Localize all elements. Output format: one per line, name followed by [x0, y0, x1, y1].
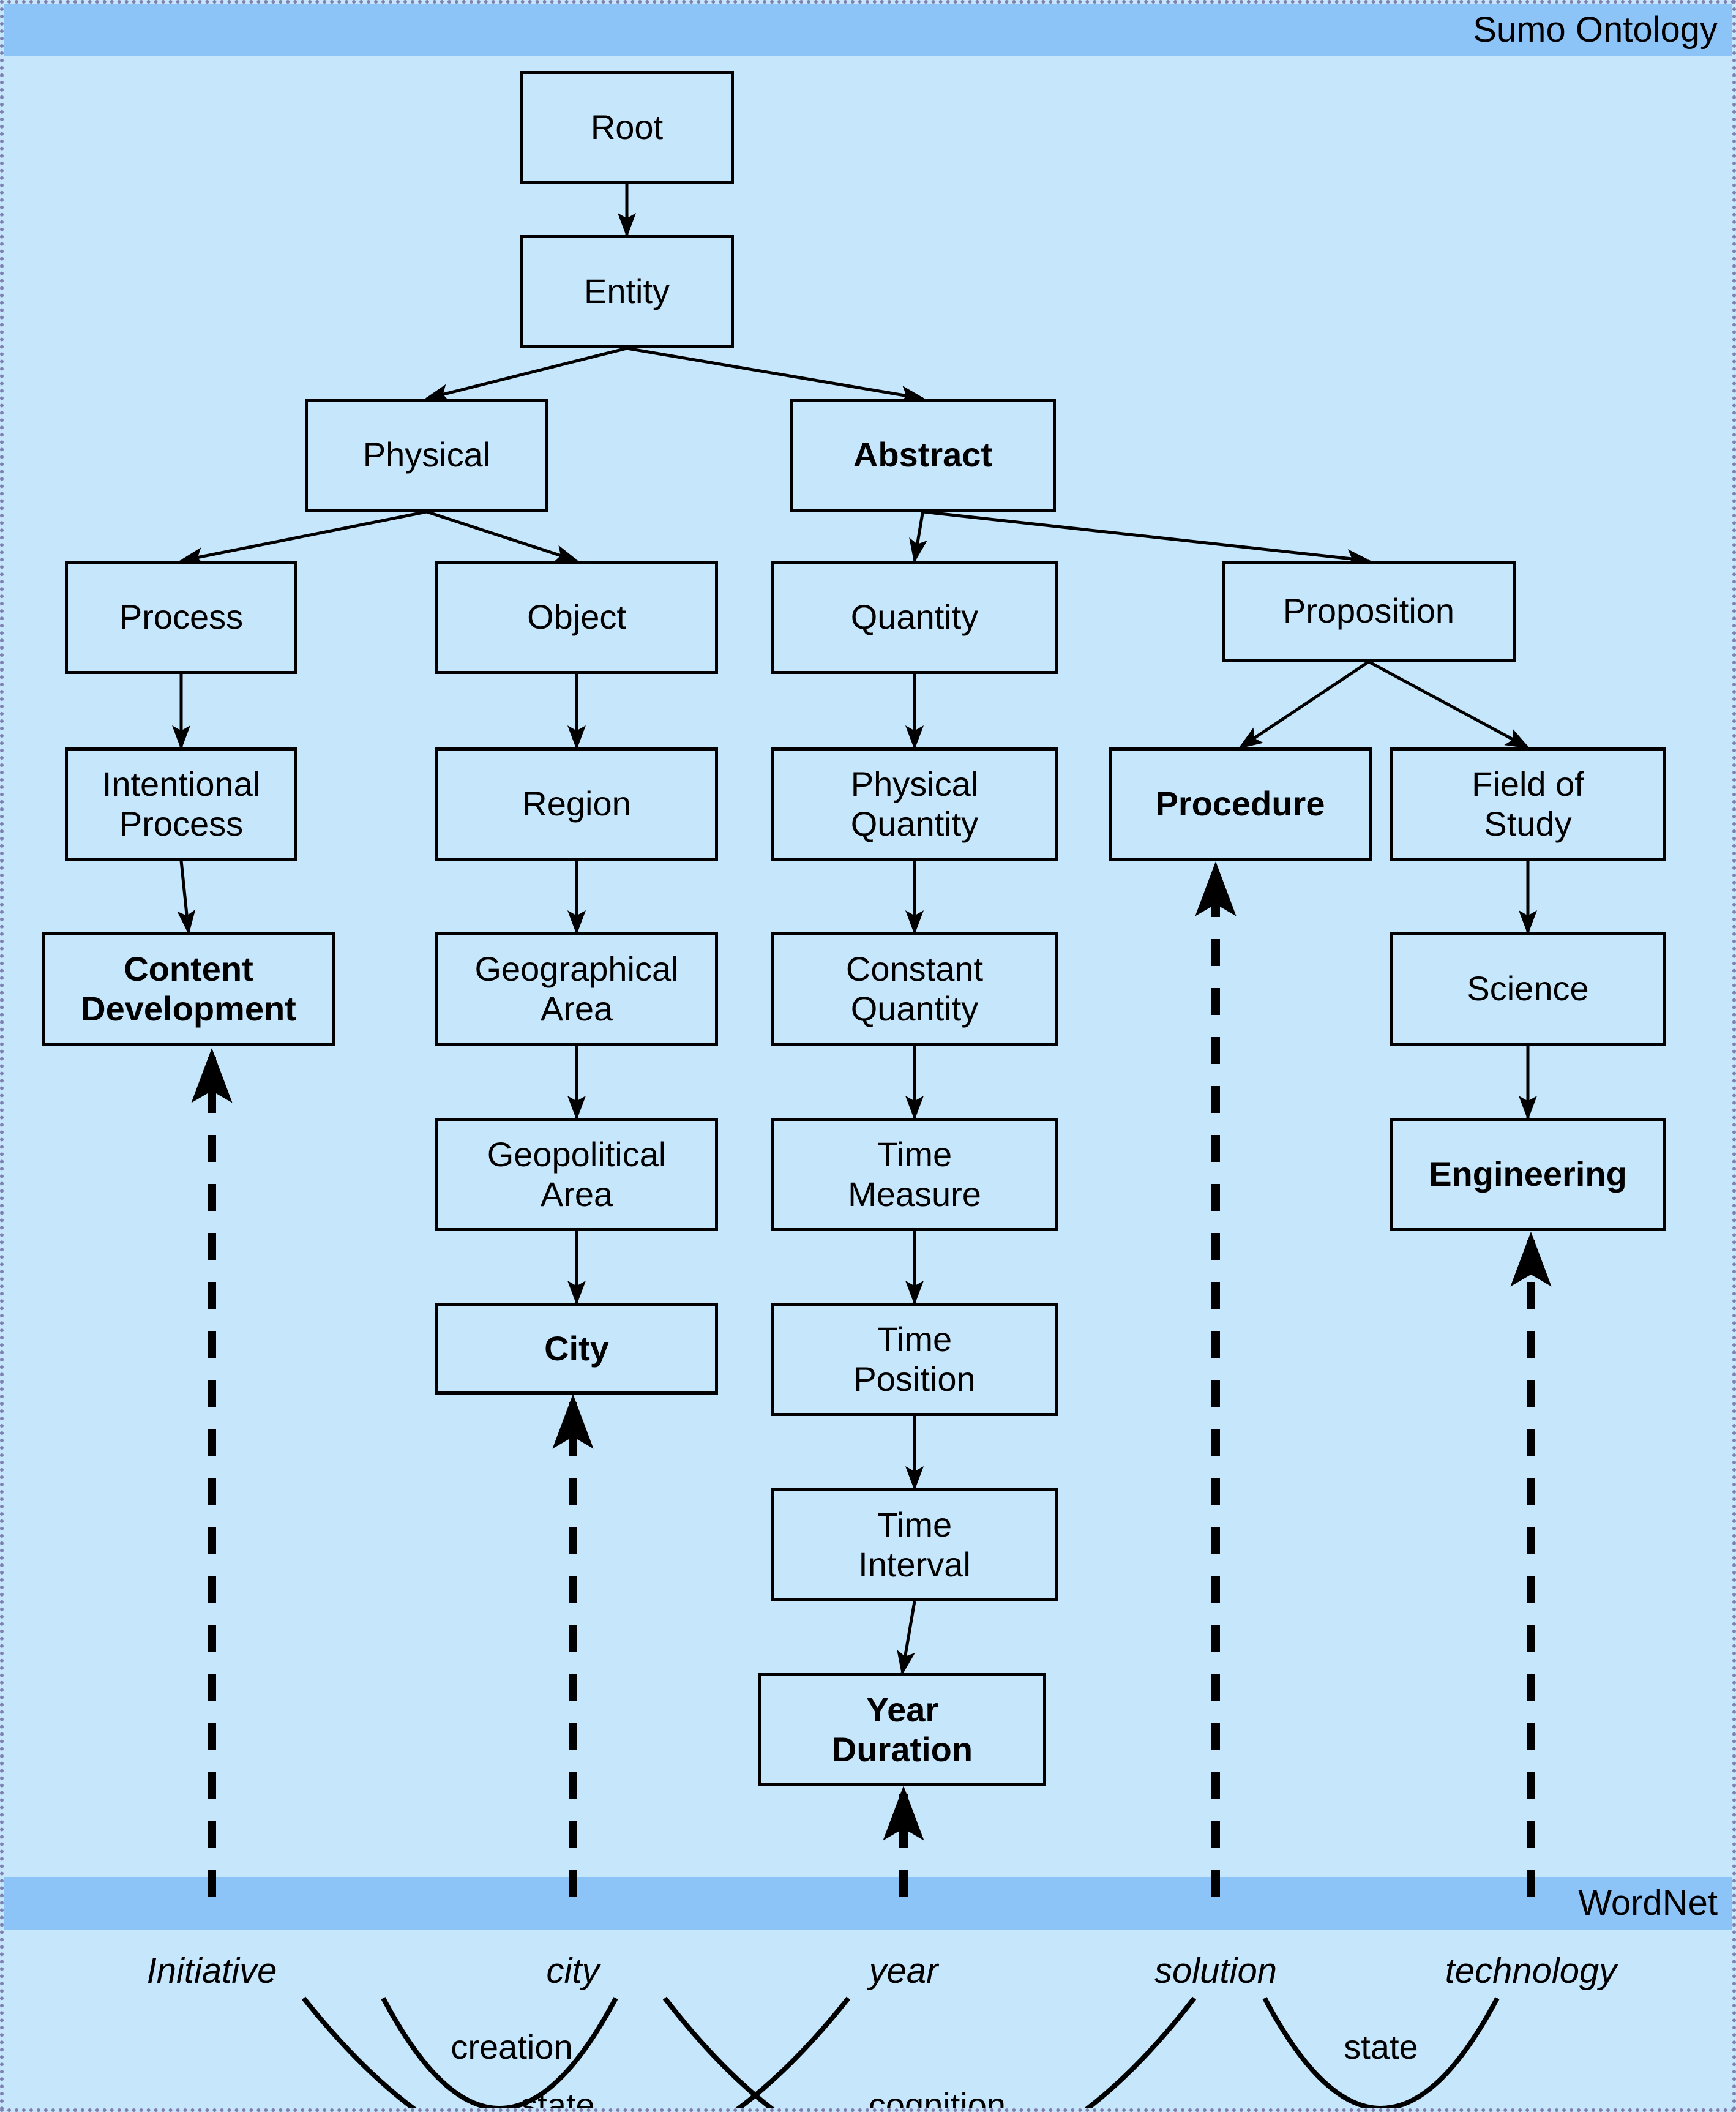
- ontology-node-procedure[interactable]: Procedure: [1109, 747, 1372, 861]
- wordnet-band: WordNet: [4, 1877, 1732, 1930]
- edge-proposition-to-fieldstudy: [1367, 660, 1530, 749]
- edge-layer: [172, 184, 1552, 2108]
- ontology-node-label: Abstract: [853, 435, 993, 474]
- ontology-node-quantity[interactable]: Quantity: [771, 561, 1058, 674]
- edge-timeint-to-yearduration: [897, 1601, 916, 1676]
- wordnet-word-technology[interactable]: technology: [1445, 1951, 1617, 1991]
- relation-label-arc-creation: creation: [451, 2028, 573, 2066]
- sumo-ontology-band: Sumo Ontology: [4, 4, 1732, 56]
- ontology-node-physical[interactable]: Physical: [305, 399, 548, 512]
- ontology-node-proposition[interactable]: Proposition: [1222, 561, 1516, 662]
- edge-physical-to-object: [426, 510, 579, 563]
- ontology-node-label: Science: [1467, 969, 1589, 1008]
- ontology-node-abstract[interactable]: Abstract: [790, 399, 1056, 512]
- wordnet-word-initiative[interactable]: Initiative: [146, 1951, 277, 1991]
- ontology-node-object[interactable]: Object: [435, 561, 718, 674]
- edge-abstract-to-quantity: [909, 511, 927, 563]
- ontology-node-label: Procedure: [1155, 784, 1325, 823]
- edge-proposition-to-procedure: [1238, 660, 1370, 749]
- wordnet-word-year[interactable]: year: [869, 1951, 938, 1991]
- ontology-node-label: Engineering: [1429, 1155, 1627, 1194]
- wordnet-word-city[interactable]: city: [546, 1951, 600, 1991]
- ontology-node-engineering[interactable]: Engineering: [1390, 1118, 1666, 1231]
- ontology-node-label: Root: [590, 108, 664, 147]
- edge-physical-to-process: [179, 510, 427, 566]
- ontology-node-label: Object: [527, 597, 626, 637]
- edge-entity-to-physical: [424, 346, 627, 402]
- ontology-node-label: Quantity: [850, 597, 979, 637]
- edge-abstract-to-proposition: [922, 510, 1371, 567]
- ontology-node-process[interactable]: Process: [65, 561, 297, 674]
- ontology-node-entity[interactable]: Entity: [520, 235, 734, 348]
- wordnet-label: WordNet: [1578, 1883, 1718, 1923]
- relation-label-arc-state-2: state: [1344, 2028, 1418, 2066]
- ontology-node-label: City: [544, 1328, 609, 1368]
- ontology-node-label: Process: [119, 597, 244, 637]
- ontology-node-city[interactable]: City: [435, 1303, 718, 1395]
- ontology-node-label: Region: [522, 784, 631, 823]
- ontology-node-root[interactable]: Root: [520, 71, 734, 184]
- relation-label-arc-cognition: cognition: [868, 2086, 1006, 2112]
- edge-entity-to-abstract: [626, 346, 926, 404]
- edge-intproc-to-contentdev: [177, 860, 196, 935]
- ontology-node-label: Physical: [362, 435, 491, 474]
- wordnet-word-solution[interactable]: solution: [1154, 1951, 1277, 1991]
- relation-label-arc-state-1: state: [520, 2086, 595, 2112]
- ontology-node-science[interactable]: Science: [1390, 932, 1666, 1046]
- ontology-node-label: Proposition: [1282, 591, 1455, 631]
- ontology-node-region[interactable]: Region: [435, 747, 718, 861]
- sumo-ontology-label: Sumo Ontology: [1473, 10, 1718, 50]
- ontology-node-label: Entity: [583, 272, 670, 311]
